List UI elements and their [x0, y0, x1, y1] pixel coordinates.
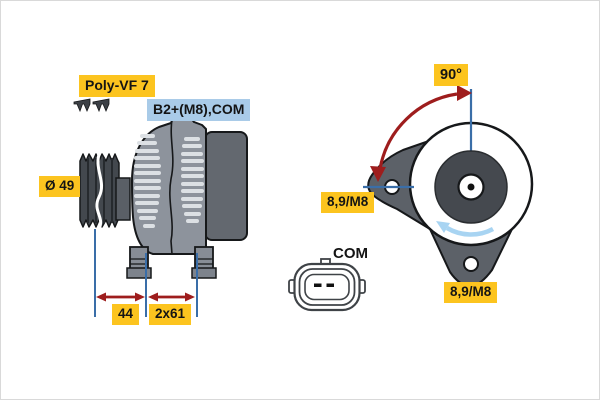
- break-line: [95, 150, 104, 230]
- rear-view: [363, 85, 534, 288]
- rotation-arrow-icon: [436, 221, 495, 237]
- dimension-44-label: 44: [112, 304, 140, 325]
- angle-90-label: 90°: [434, 64, 468, 87]
- mount-bottom-label: 8,9/M8: [444, 282, 498, 303]
- com-connector-label: COM: [333, 245, 368, 262]
- belt-type-label: Poly-VF 7: [79, 75, 155, 97]
- angle-arc-arrow: [370, 85, 472, 182]
- terminal-label: B2+(M8),COM: [147, 99, 251, 121]
- com-connector: [288, 258, 366, 312]
- connector-pin: [326, 283, 334, 287]
- casting-seam: [169, 118, 174, 255]
- side-view: [73, 98, 248, 279]
- dimension-arrow-44: [96, 292, 145, 302]
- vent-slots: [134, 134, 204, 228]
- mount-left-label: 8,9/M8: [321, 192, 375, 213]
- dimension-lines: [94, 229, 198, 317]
- shaft-collar: [115, 177, 131, 221]
- dimension-arrow-2x61: [148, 292, 195, 302]
- mounting-feet: [126, 246, 217, 279]
- mount-hole-bottom: [463, 256, 479, 272]
- rear-housing: [204, 131, 248, 241]
- belt-profile-icon: [73, 98, 110, 113]
- pulley: [79, 150, 120, 230]
- shaft-center-dot: [467, 183, 475, 191]
- connector-pin: [314, 283, 322, 287]
- pulley-diameter-label: Ø 49: [39, 176, 81, 197]
- dimension-2x61-label: 2x61: [149, 304, 192, 325]
